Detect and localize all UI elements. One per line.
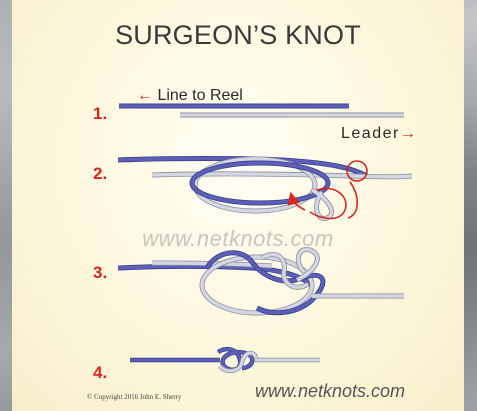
knot-diagram-card: SURGEON’S KNOT 1. 2. 3. 4. ← Line to Ree… (12, 0, 464, 411)
step-1-lines (119, 106, 404, 115)
step-4-lines (130, 349, 320, 371)
knot-illustration (12, 0, 464, 411)
step-2-lines (118, 159, 412, 219)
footer-url: www.netknots.com (255, 381, 405, 402)
copyright-notice: © Copyright 2016 John E. Sherry (87, 393, 181, 401)
step-3-lines (118, 249, 404, 313)
